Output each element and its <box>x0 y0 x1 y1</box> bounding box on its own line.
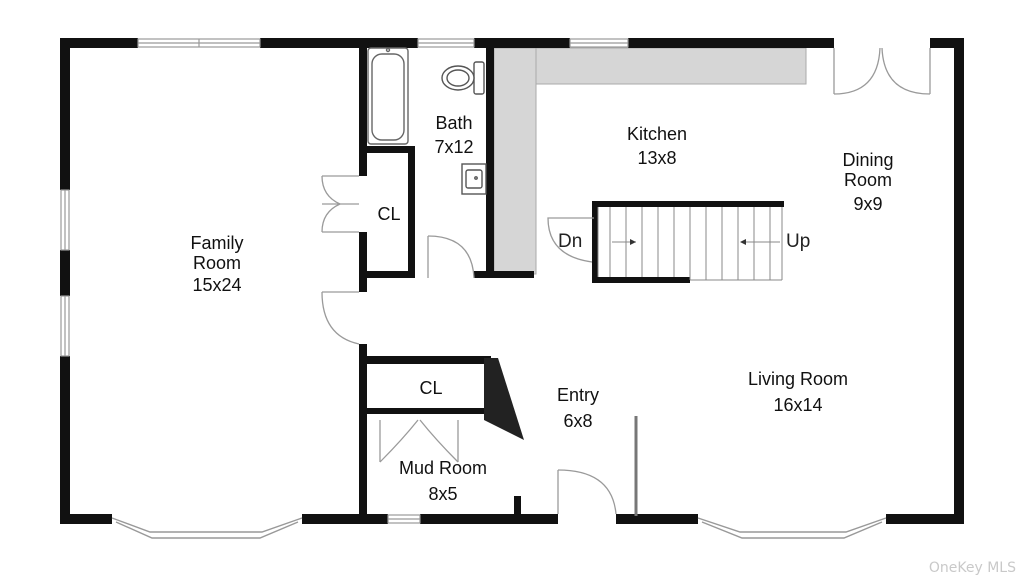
doors <box>321 47 931 515</box>
bath-size: 7x12 <box>434 137 474 157</box>
closet-lower-name: CL <box>419 378 443 398</box>
mud-room-size: 8x5 <box>428 484 458 504</box>
kitchen-size: 13x8 <box>637 148 677 168</box>
dining-room-size: 9x9 <box>853 194 883 214</box>
bath-label: Bath 7x12 <box>424 113 484 157</box>
closet-upper-name: CL <box>377 204 401 224</box>
dining-room-name-1: Dining <box>842 150 894 170</box>
living-room-name: Living Room <box>747 369 849 389</box>
toilet <box>441 61 485 95</box>
family-room-name-2: Room <box>192 253 241 273</box>
kitchen-counter <box>493 47 807 275</box>
bay-windows <box>111 517 887 539</box>
stairs-down-arrow <box>630 239 636 245</box>
family-room-name-1: Family <box>190 233 244 253</box>
mud-room-label: Mud Room 8x5 <box>386 458 500 504</box>
stairs-up-arrow <box>740 239 746 245</box>
entry-size: 6x8 <box>563 411 593 431</box>
closet-lower-label: CL <box>408 378 454 398</box>
bathtub <box>367 47 409 145</box>
mud-room-name: Mud Room <box>398 458 488 478</box>
stairs-up-label: Up <box>786 231 811 252</box>
angled-closet <box>484 358 524 440</box>
living-room-size: 16x14 <box>773 395 823 415</box>
kitchen-name: Kitchen <box>626 124 688 144</box>
kitchen-label: Kitchen 13x8 <box>610 124 704 168</box>
family-room-size: 15x24 <box>192 275 242 295</box>
interior-walls <box>359 38 784 524</box>
exterior-walls <box>60 38 964 524</box>
bath-name: Bath <box>435 113 473 133</box>
staircase <box>597 207 783 281</box>
bathroom-sink <box>461 163 487 195</box>
family-room-label: Family Room 15x24 <box>160 233 274 295</box>
stairs-down-label: Dn <box>558 231 583 252</box>
entry-label: Entry 6x8 <box>540 385 616 431</box>
living-room-label: Living Room 16x14 <box>728 369 868 415</box>
dining-room-label: Dining Room 9x9 <box>826 150 910 214</box>
dining-room-name-2: Room <box>843 170 892 190</box>
closet-upper-label: CL <box>366 204 412 224</box>
windows <box>60 38 629 524</box>
entry-name: Entry <box>556 385 599 405</box>
watermark: OneKey MLS <box>928 560 1016 576</box>
